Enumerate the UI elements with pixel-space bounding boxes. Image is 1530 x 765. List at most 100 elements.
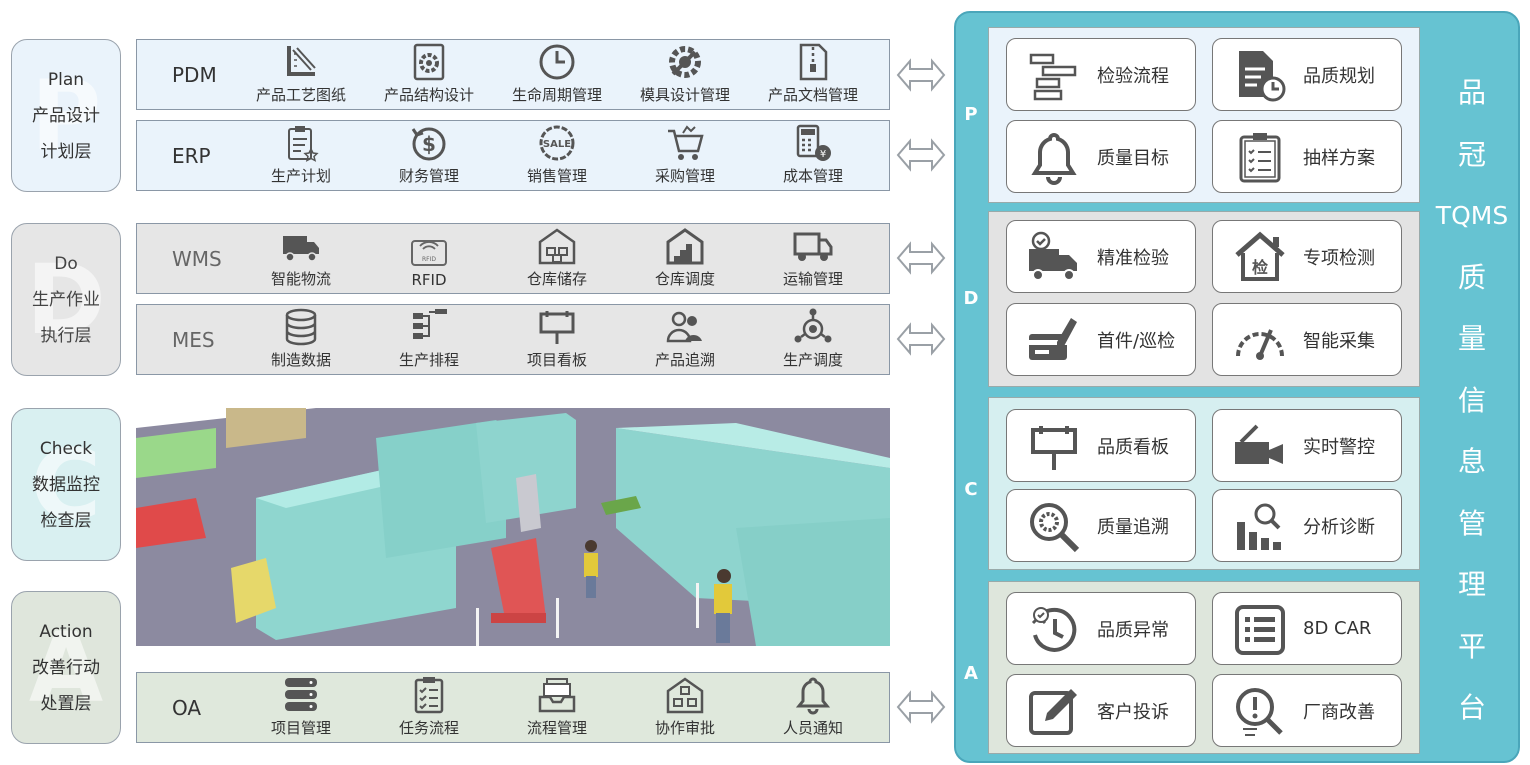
band-letter-d: D [963, 288, 979, 309]
card-label: 分析诊断 [1303, 516, 1375, 538]
system-row-oa: OA 项目管理 任务流程 流程管理 协作审批 人员通知 [136, 672, 890, 743]
wms-item[interactable]: 运输管理 [749, 224, 877, 293]
system-name-mes: MES [172, 327, 215, 352]
system-name-erp: ERP [172, 143, 211, 168]
check-truck-icon [1029, 231, 1077, 281]
wms-item[interactable]: 智能物流 [237, 224, 365, 293]
erp-item-label: 销售管理 [526, 167, 587, 185]
phase-plan-en: Plan [47, 69, 85, 90]
phase-plan-layer: 计划层 [40, 141, 92, 162]
platform-title-char: 量 [1457, 322, 1486, 355]
warehouse-stairs-icon [666, 228, 704, 265]
zip-file-icon [799, 43, 828, 81]
oa-item[interactable]: 人员通知 [749, 673, 877, 742]
erp-item[interactable]: 采购管理 [621, 121, 749, 190]
card-quality-planning[interactable]: 品质规划 [1212, 38, 1402, 111]
erp-item[interactable]: SALE 销售管理 [493, 121, 621, 190]
mes-item[interactable]: 产品追溯 [621, 305, 749, 374]
wms-item[interactable]: 仓库储存 [493, 224, 621, 293]
card-quality-goal[interactable]: 质量目标 [1006, 120, 1196, 193]
card-sampling-plan[interactable]: 抽样方案 [1212, 120, 1402, 193]
database-icon [285, 308, 317, 346]
erp-item[interactable]: $ 财务管理 [365, 121, 493, 190]
history-check-icon [1031, 607, 1077, 652]
network-icon [794, 308, 832, 343]
erp-item-label: 财务管理 [398, 167, 459, 185]
pdm-item[interactable]: 产品文档管理 [749, 40, 877, 109]
warehouse-icon [538, 228, 576, 265]
mes-item[interactable]: 项目看板 [493, 305, 621, 374]
pdm-item[interactable]: 生命周期管理 [493, 40, 621, 109]
platform-title-vertical: 品 冠 TQMS 质 量 信 息 管 理 平 台 [1432, 62, 1512, 739]
clock-icon [539, 44, 575, 80]
erp-item-label: 成本管理 [782, 167, 843, 185]
card-label: 品质看板 [1097, 436, 1169, 458]
card-special-test[interactable]: 检 专项检测 [1212, 220, 1402, 293]
server-icon [285, 678, 317, 711]
system-row-erp: ERP 生产计划 $ 财务管理 SALE 销售管理 采购管理 ¥ 成本管理 [136, 120, 890, 191]
wms-item-label: 运输管理 [782, 270, 843, 288]
factory-illustration [136, 408, 890, 646]
phase-plan-cn: 产品设计 [32, 105, 100, 126]
pdm-item[interactable]: 产品结构设计 [365, 40, 493, 109]
card-label: 实时警控 [1303, 436, 1375, 458]
camera-icon [1235, 424, 1283, 464]
card-inspection-flow[interactable]: 检验流程 [1006, 38, 1196, 111]
sale-badge-icon: SALE [539, 125, 575, 161]
card-realtime-monitor[interactable]: 实时警控 [1212, 409, 1402, 482]
phase-action-en: Action [39, 621, 93, 642]
oa-item[interactable]: 项目管理 [237, 673, 365, 742]
oa-item[interactable]: 协作审批 [621, 673, 749, 742]
card-customer-complaint[interactable]: 客户投诉 [1006, 674, 1196, 747]
svg-text:SALE: SALE [543, 139, 571, 150]
oa-item[interactable]: 流程管理 [493, 673, 621, 742]
mes-item[interactable]: 制造数据 [237, 305, 365, 374]
card-supplier-improvement[interactable]: 厂商改善 [1212, 674, 1402, 747]
card-label: 客户投诉 [1097, 701, 1169, 723]
system-row-mes: MES 制造数据 生产排程 项目看板 产品追溯 生产调度 [136, 304, 890, 375]
phase-check-letter: C [30, 428, 102, 541]
card-label: 智能采集 [1303, 330, 1375, 352]
pdm-item[interactable]: 模具设计管理 [621, 40, 749, 109]
svg-text:检: 检 [1252, 258, 1268, 277]
card-analysis-diagnosis[interactable]: 分析诊断 [1212, 489, 1402, 562]
oa-item-label: 任务流程 [398, 719, 459, 737]
gear-doc-icon [413, 43, 445, 81]
card-label: 首件/巡检 [1097, 330, 1176, 352]
search-alert-icon [1236, 688, 1283, 736]
wms-item-label: 仓库调度 [654, 270, 715, 288]
card-label: 品质异常 [1097, 619, 1169, 641]
pdm-item-label: 产品工艺图纸 [255, 86, 346, 104]
system-name-wms: WMS [172, 246, 222, 271]
erp-item[interactable]: ¥ 成本管理 [749, 121, 877, 190]
card-first-article-patrol[interactable]: 首件/巡检 [1006, 303, 1196, 376]
wms-item[interactable]: 仓库调度 [621, 224, 749, 293]
platform-title-char: 息 [1457, 445, 1486, 478]
double-arrow-icon [896, 322, 946, 356]
mes-item[interactable]: 生产排程 [365, 305, 493, 374]
card-quality-board[interactable]: 品质看板 [1006, 409, 1196, 482]
phase-plan: P Plan 产品设计 计划层 [11, 39, 121, 192]
card-smart-collection[interactable]: 智能采集 [1212, 303, 1402, 376]
svg-text:RFID: RFID [422, 256, 436, 263]
double-arrow-icon [896, 138, 946, 172]
card-8d-car[interactable]: 8D CAR [1212, 592, 1402, 665]
oa-item[interactable]: 任务流程 [365, 673, 493, 742]
system-name-oa: OA [172, 695, 202, 720]
svg-text:¥: ¥ [820, 149, 826, 160]
card-precise-inspection[interactable]: 精准检验 [1006, 220, 1196, 293]
pdm-item[interactable]: 产品工艺图纸 [237, 40, 365, 109]
mes-item-label: 生产调度 [782, 351, 843, 369]
mes-item[interactable]: 生产调度 [749, 305, 877, 374]
erp-item-label: 采购管理 [654, 167, 715, 185]
inspect-house-icon: 检 [1235, 231, 1285, 281]
card-quality-abnormal[interactable]: 品质异常 [1006, 592, 1196, 665]
oa-item-label: 人员通知 [782, 719, 843, 737]
wms-item[interactable]: RFID RFID [365, 224, 493, 293]
transport-truck-icon [793, 232, 833, 261]
card-quality-trace[interactable]: 质量追溯 [1006, 489, 1196, 562]
flow-icon [1029, 53, 1077, 101]
double-arrow-icon [896, 690, 946, 724]
erp-item-label: 生产计划 [270, 167, 331, 185]
erp-item[interactable]: 生产计划 [237, 121, 365, 190]
